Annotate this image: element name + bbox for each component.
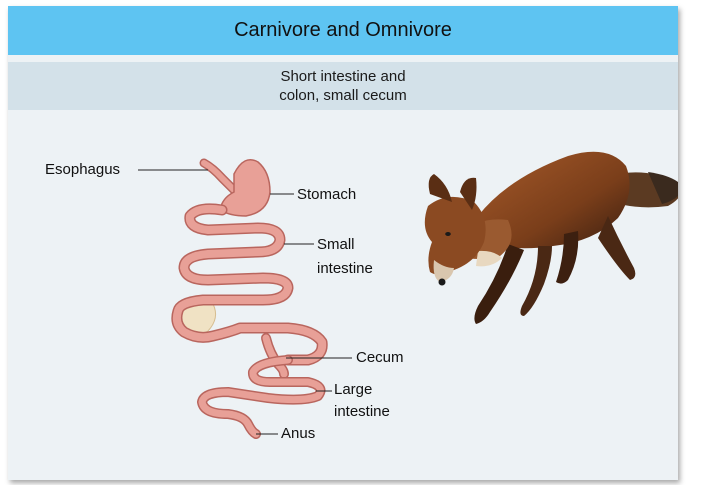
label-cecum: Cecum bbox=[356, 348, 404, 367]
diagram-card: Carnivore and Omnivore Short intestine a… bbox=[8, 6, 678, 480]
label-large-intestine-line-2: intestine bbox=[334, 402, 390, 421]
label-esophagus: Esophagus bbox=[45, 160, 120, 179]
label-stomach: Stomach bbox=[297, 185, 356, 204]
label-large-intestine-line-1: Large bbox=[334, 380, 372, 399]
label-anus: Anus bbox=[281, 424, 315, 443]
diagram-area: Esophagus Stomach Small intestine Cecum … bbox=[8, 6, 678, 480]
fox-illustration bbox=[425, 152, 678, 324]
large-intestine bbox=[202, 360, 320, 434]
small-intestine-coils bbox=[177, 209, 322, 360]
label-small-intestine-line-1: Small bbox=[317, 235, 355, 254]
label-small-intestine-line-2: intestine bbox=[317, 259, 373, 278]
